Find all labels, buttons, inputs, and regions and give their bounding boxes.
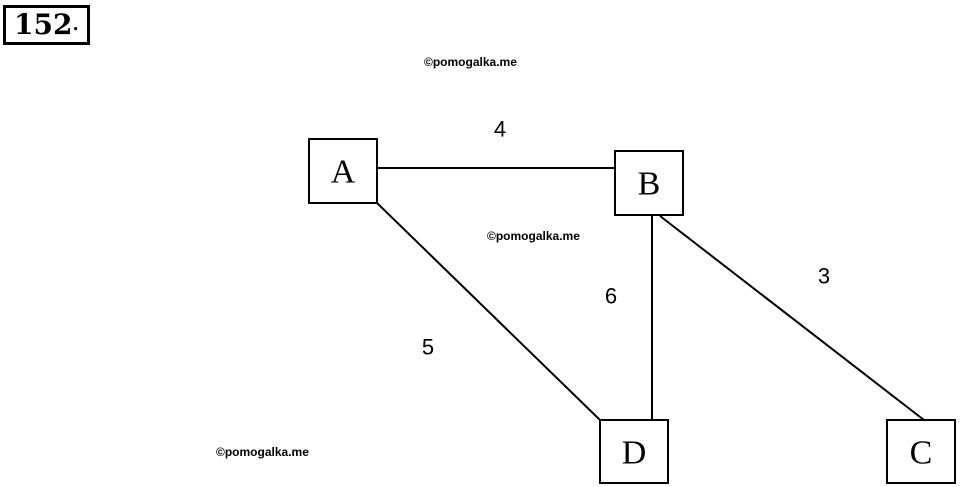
node-d-box [599,419,669,484]
node-a-label: A [331,154,356,191]
weights: 4 5 6 3 [422,117,830,360]
node-c-label: C [910,435,933,472]
node-b: B [614,150,684,216]
watermark-middle: ©pomogalka.me [487,229,580,243]
node-b-box [614,150,684,216]
problem-number: 152 [14,8,73,41]
watermark-top: ©pomogalka.me [424,55,517,69]
watermark-bottom: ©pomogalka.me [216,445,309,459]
problem-number-box: 152. [3,5,90,45]
node-b-label: B [638,166,661,203]
edge-b-c [659,215,925,421]
node-a: A [308,138,378,204]
node-d-label: D [622,435,647,472]
weight-b-d: 6 [605,284,617,309]
weight-a-b: 4 [494,117,506,142]
node-c: C [886,419,956,484]
weight-b-c: 3 [818,264,830,289]
node-c-box [886,419,956,484]
weight-a-d: 5 [422,335,434,360]
edge-a-d [375,201,601,421]
node-a-box [308,138,378,204]
edges [375,167,925,421]
problem-number-suffix: . [72,14,79,35]
node-d: D [599,419,669,484]
